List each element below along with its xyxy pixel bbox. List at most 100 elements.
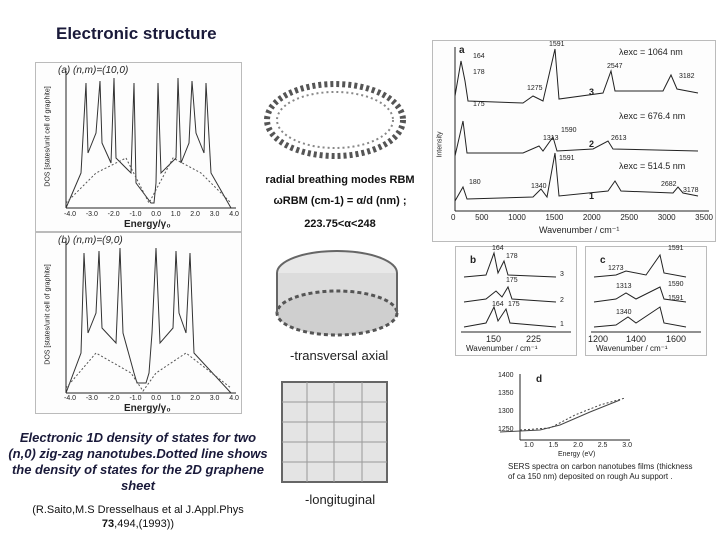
- raman-b-label: b: [470, 255, 477, 266]
- raman-d-xlabel: Energy (eV): [558, 451, 596, 458]
- tick: 3.0: [209, 395, 220, 402]
- raman-d-label: d: [536, 374, 543, 385]
- peak-label: 175: [506, 277, 518, 284]
- tick: 0.0: [151, 211, 161, 218]
- reference-volume: 73: [101, 518, 115, 530]
- dos-a-ylabel: DOS [states/unit cell of graphite]: [44, 86, 52, 187]
- peak-label: 2682: [661, 181, 677, 188]
- tick: 225: [526, 334, 542, 344]
- peak-label: 2547: [607, 63, 623, 70]
- raman-c-graph: [591, 253, 701, 333]
- tick: 4.0: [229, 211, 239, 218]
- mode-transversal-label: -transversal axial: [290, 348, 389, 363]
- peak-label: 164: [492, 245, 504, 252]
- peak-label: 1313: [543, 135, 559, 142]
- raman-b-xlabel: Wavenumber / cm⁻¹: [466, 344, 538, 353]
- peak-label: 175: [473, 101, 485, 108]
- raman-main-panel-label: a: [459, 45, 465, 56]
- tick: 0.0: [151, 395, 161, 402]
- curve-number: 3: [560, 271, 564, 278]
- peak-label: 3182: [679, 73, 695, 80]
- raman-c-label: c: [600, 255, 606, 266]
- tick: 4.0: [229, 395, 239, 402]
- tick: 3.0: [209, 211, 220, 218]
- dos-plot-a: (a) (n,m)=(10,0) DOS [states/unit cell o…: [35, 62, 242, 232]
- rbm-alpha-range: 223.75<α<248: [304, 218, 376, 230]
- lambda-676: λexc = 676.4 nm: [619, 111, 686, 121]
- raman-b-graph: [461, 251, 571, 333]
- peak-label: 164: [492, 301, 504, 308]
- rbm-heading: radial breathing modes RBM: [265, 174, 415, 186]
- tick: -2.0: [107, 211, 120, 218]
- dos-a-graph: [65, 71, 236, 209]
- raman-c-xlabel: Wavenumber / cm⁻¹: [596, 344, 668, 353]
- raman-main-graph: [454, 47, 709, 212]
- tick: 1600: [666, 334, 687, 344]
- peak-label: 2613: [611, 135, 627, 142]
- raman-d-xticks: 1.0 1.5 2.0 2.5 3.0: [524, 442, 632, 449]
- tick: 500: [475, 213, 489, 222]
- tick: 1350: [498, 390, 514, 397]
- tick: 2.5: [597, 442, 608, 449]
- raman-inset-c: c 1273 1591 1313 1590 1591 1340 1200 140…: [585, 245, 707, 356]
- dos-b-label: (b) (n,m)=(9,0): [58, 235, 123, 246]
- tick: 2.0: [573, 442, 583, 449]
- peak-label: 1273: [608, 265, 624, 272]
- mode-longitudinal-label: -longituginal: [305, 492, 376, 507]
- dos-b-graph: [65, 241, 236, 394]
- nanotube-longitudinal-illustration: [281, 381, 388, 483]
- peak-label: 1590: [561, 127, 577, 134]
- nanotube-transversal-illustration: [275, 250, 399, 337]
- raman-inset-b: b 164 178 175 164 175 3 2 1 150 225 Wave…: [455, 245, 577, 356]
- tick: 1.0: [524, 442, 534, 449]
- tick: -1.0: [129, 395, 142, 402]
- tick: -3.0: [85, 211, 98, 218]
- tick: 1300: [498, 408, 514, 415]
- tick: 1250: [498, 426, 514, 433]
- lambda-514: λexc = 514.5 nm: [619, 161, 686, 171]
- reference-line1: (R.Saito,M.S Dresselhaus et al J.Appl.Ph…: [32, 504, 244, 516]
- raman-d-graph: [499, 374, 630, 441]
- reference-pages: ,494,(1993)): [114, 518, 175, 530]
- peak-label: 178: [473, 69, 485, 76]
- peak-label: 164: [473, 53, 485, 60]
- dos-reference: (R.Saito,M.S Dresselhaus et al J.Appl.Ph…: [8, 503, 268, 531]
- peak-label: 1590: [668, 281, 684, 288]
- rbm-formula: ωRBM (cm-1) = α/d (nm) ;: [273, 195, 407, 207]
- sers-caption: SERS spectra on carbon nanotubes films (…: [508, 462, 693, 481]
- peak-label: 1275: [527, 85, 543, 92]
- peak-label: 178: [506, 253, 518, 260]
- tick: 1.5: [548, 442, 559, 449]
- dos-b-ticks: -4.0 -3.0 -2.0 -1.0 0.0 1.0 2.0 3.0 4.0: [64, 395, 239, 402]
- tick: 2000: [582, 213, 601, 222]
- tick: 1000: [508, 213, 526, 222]
- tick: 150: [486, 334, 502, 344]
- tick: -4.0: [64, 211, 77, 218]
- dos-a-ticks: -4.0 -3.0 -2.0 -1.0 0.0 1.0 2.0 3.0 4.0: [64, 211, 239, 218]
- peak-label: 175: [508, 301, 520, 308]
- dos-caption: Electronic 1D density of states for two …: [8, 430, 268, 493]
- tick: -4.0: [64, 395, 77, 402]
- curve-number-3: 3: [589, 87, 595, 97]
- peak-label: 1313: [616, 283, 632, 290]
- peak-label: 1591: [668, 295, 684, 302]
- nanotube-ring-illustration: [264, 81, 406, 159]
- tick: 3000: [657, 213, 676, 222]
- lambda-1064: λexc = 1064 nm: [619, 47, 683, 57]
- dos-b-ylabel: DOS [states/unit cell of graphite]: [44, 264, 52, 365]
- tick: 2500: [620, 213, 639, 222]
- tick: -3.0: [85, 395, 98, 402]
- raman-main-xticks: 0 500 1000 1500 2000 2500 3000 3500: [451, 213, 713, 222]
- peak-label: 1591: [668, 245, 684, 252]
- tick: 1400: [498, 372, 514, 379]
- tick: 1.0: [170, 395, 181, 402]
- raman-main-xlabel: Wavenumber / cm⁻¹: [539, 225, 620, 235]
- tick: 0: [451, 213, 456, 222]
- tick: 3.0: [622, 442, 632, 449]
- raman-spectra-main: a Intensity λexc = 1064 nm λexc = 676.4 …: [432, 40, 716, 242]
- dos-a-xlabel: Energy/γ₀: [124, 219, 171, 230]
- curve-number-2: 2: [589, 139, 595, 149]
- tick: 1400: [626, 334, 647, 344]
- tick: 1500: [545, 213, 564, 222]
- peak-label: 1340: [616, 309, 632, 316]
